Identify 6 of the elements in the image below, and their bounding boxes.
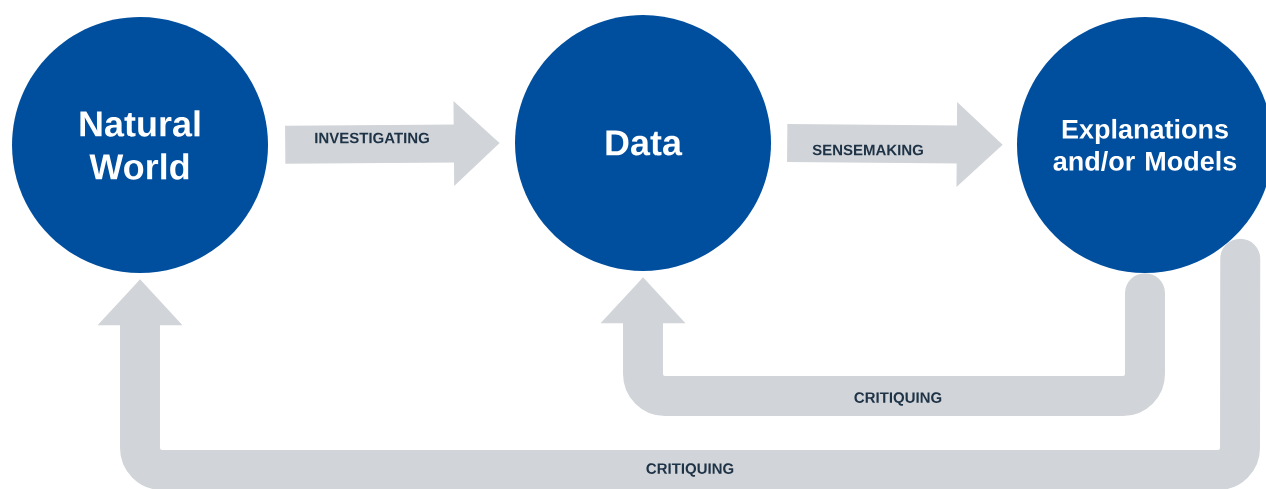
edge-label: CRITIQUING — [852, 391, 944, 407]
circle-node: Natural World — [12, 17, 268, 273]
loop-arrow — [97, 238, 1261, 489]
edge-label: CRITIQUING — [644, 462, 736, 478]
loop-arrow — [600, 273, 1165, 416]
circle-node: Data — [515, 15, 771, 271]
